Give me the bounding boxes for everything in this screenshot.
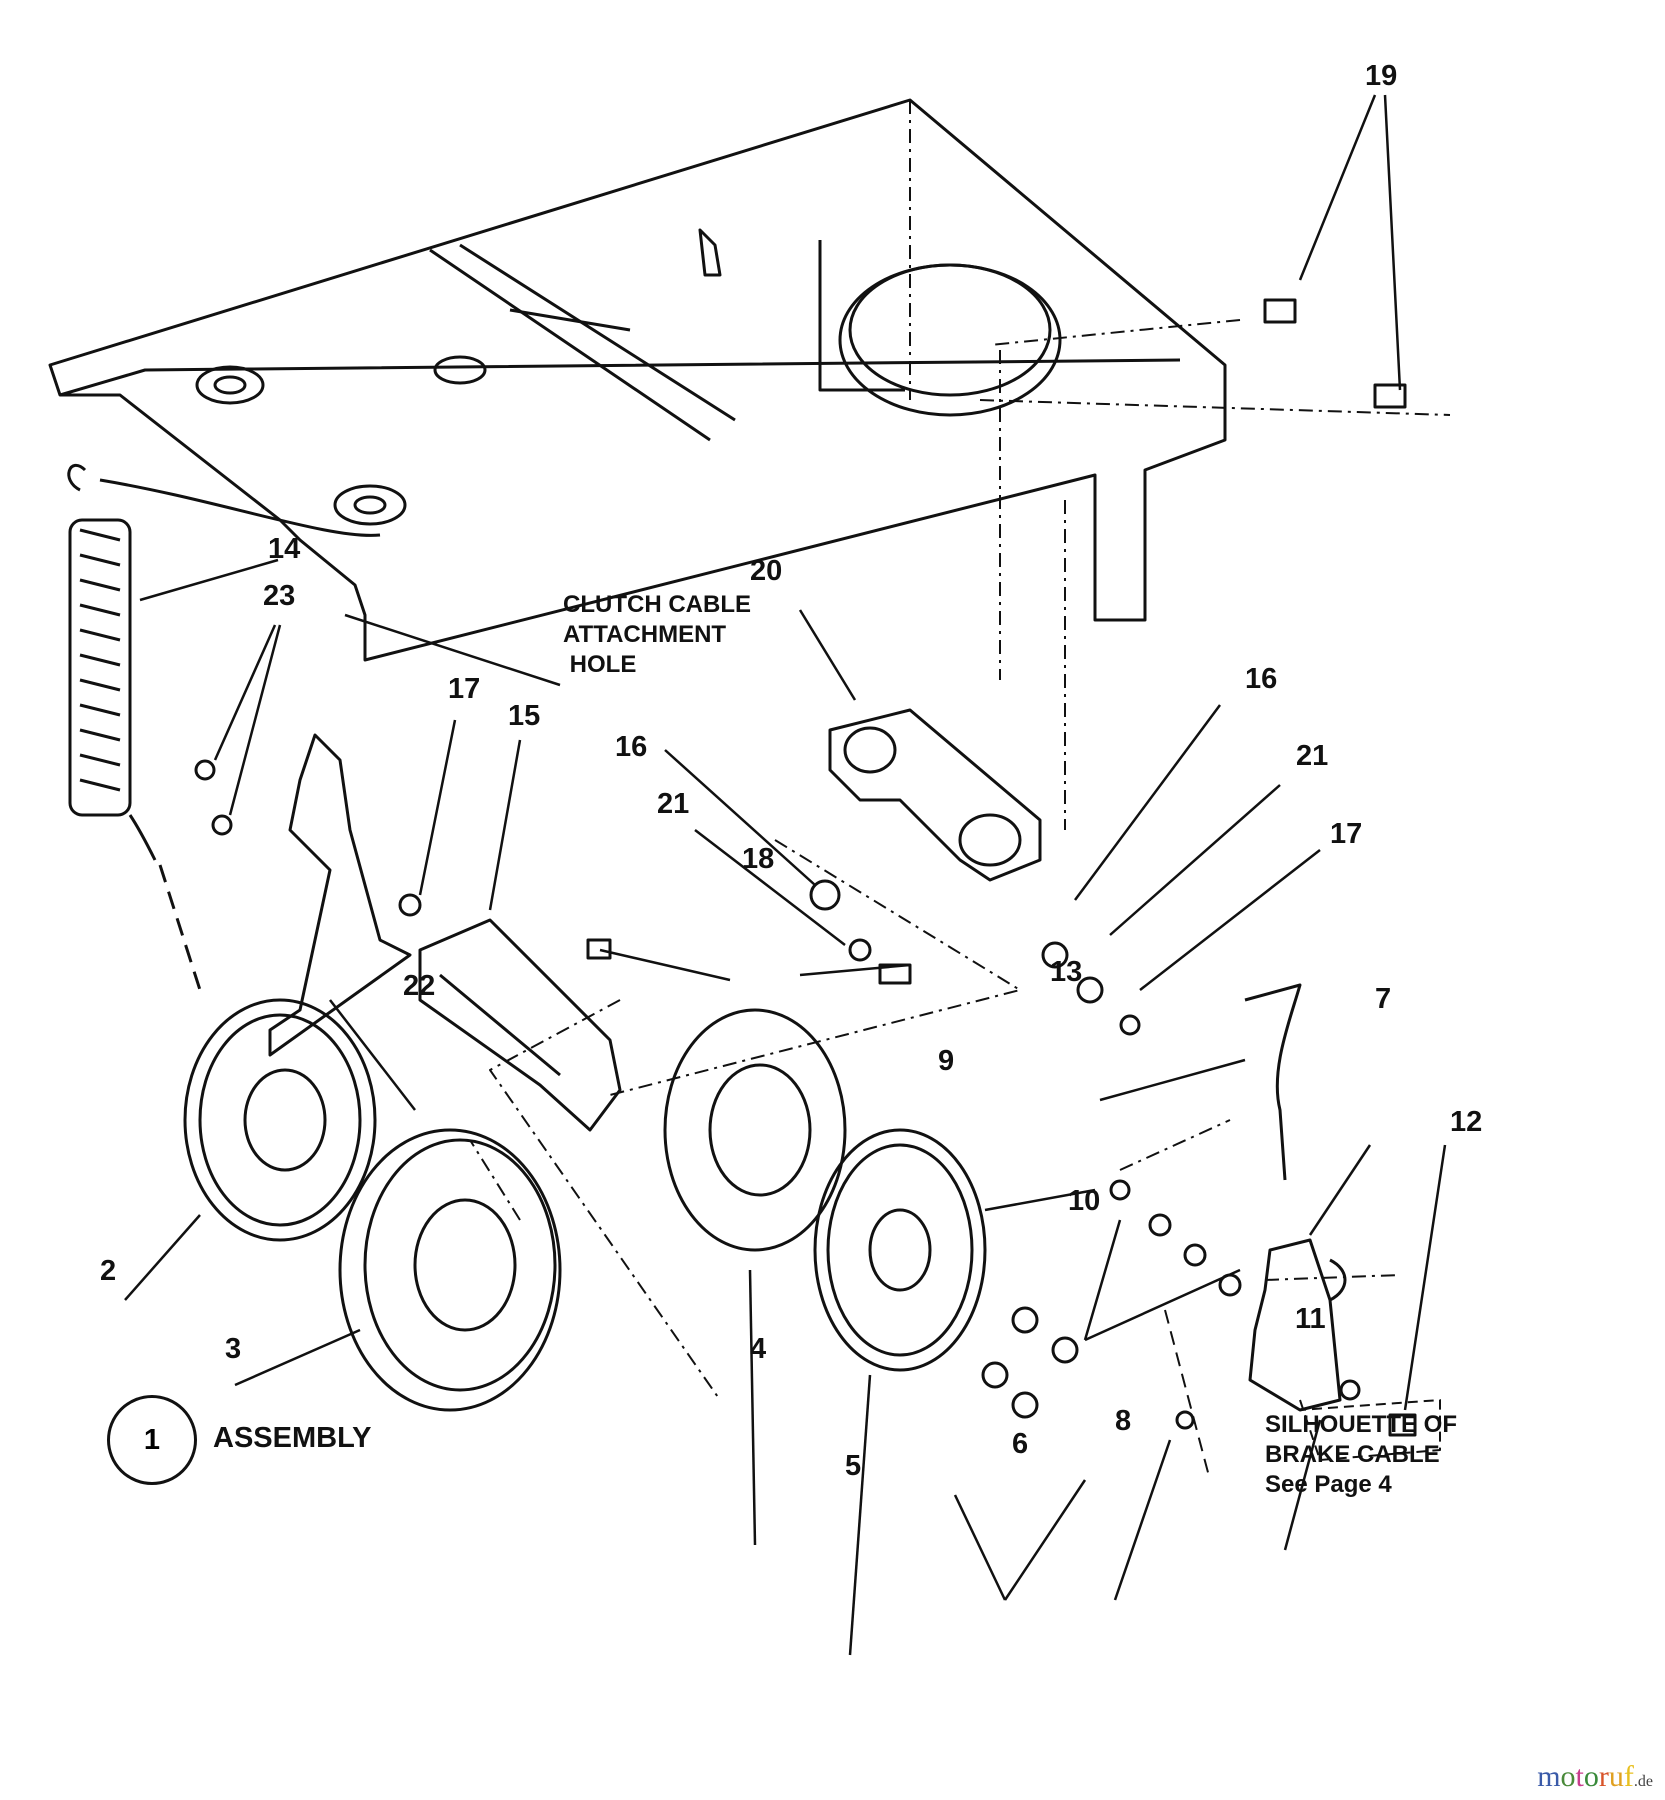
callout-21a: 21 bbox=[1296, 740, 1329, 772]
drum-3 bbox=[338, 1128, 562, 1412]
callout-13: 13 bbox=[1050, 956, 1083, 988]
wm-0: m bbox=[1537, 1760, 1561, 1793]
callout-6: 6 bbox=[1012, 1428, 1029, 1460]
bracket-15 bbox=[418, 918, 622, 1132]
brake-cable-note: SILHOUETTE OF BRAKE CABLE See Page 4 bbox=[1265, 1411, 1457, 1498]
callout-17a: 17 bbox=[448, 673, 481, 705]
assembly-label: ASSEMBLY bbox=[213, 1422, 372, 1454]
callout-15: 15 bbox=[508, 700, 541, 732]
callout-7: 7 bbox=[1375, 983, 1392, 1015]
cable-13 bbox=[1244, 983, 1441, 1461]
callout-16b: 16 bbox=[615, 731, 648, 763]
hardware bbox=[194, 298, 1417, 1437]
assembly-number-circle: 1 bbox=[107, 1395, 197, 1485]
wm-5: u bbox=[1608, 1760, 1624, 1793]
drum-2 bbox=[183, 998, 377, 1242]
callout-4: 4 bbox=[750, 1333, 767, 1365]
watermark-logo: motoruf.de bbox=[1537, 1760, 1653, 1794]
callout-10: 10 bbox=[1068, 1185, 1101, 1217]
callout-12: 12 bbox=[1450, 1106, 1483, 1138]
wm-3: o bbox=[1583, 1760, 1599, 1793]
wm-7: .de bbox=[1633, 1773, 1653, 1790]
brake-lever-7 bbox=[1248, 1238, 1347, 1412]
wm-4: r bbox=[1598, 1760, 1609, 1793]
callout-22: 22 bbox=[403, 970, 436, 1002]
callout-17b: 17 bbox=[1330, 818, 1363, 850]
callout-11: 11 bbox=[1295, 1303, 1326, 1335]
wm-1: o bbox=[1560, 1760, 1576, 1793]
callout-8: 8 bbox=[1115, 1405, 1132, 1437]
assembly-number: 1 bbox=[143, 1423, 161, 1456]
clutch-cable-note: CLUTCH CABLE ATTACHMENT HOLE bbox=[563, 591, 751, 678]
spring-14 bbox=[67, 463, 381, 991]
brake-arm-22 bbox=[268, 733, 412, 1057]
callout-9: 9 bbox=[938, 1045, 955, 1077]
callout-5: 5 bbox=[845, 1450, 862, 1482]
wm-6: f bbox=[1623, 1760, 1634, 1793]
callout-21b: 21 bbox=[657, 788, 690, 820]
callout-20: 20 bbox=[750, 555, 783, 587]
callout-23: 23 bbox=[263, 580, 296, 612]
callout-14: 14 bbox=[268, 533, 301, 565]
callout-18: 18 bbox=[742, 843, 775, 875]
wm-2: t bbox=[1575, 1760, 1584, 1793]
frame-deck bbox=[48, 98, 1227, 662]
callout-16a: 16 bbox=[1245, 663, 1278, 695]
callout-2: 2 bbox=[100, 1255, 117, 1287]
pulley-5 bbox=[813, 1128, 987, 1372]
friction-disc-4 bbox=[663, 1008, 847, 1252]
leader-lines bbox=[124, 94, 1447, 1656]
bracket-20 bbox=[828, 708, 1042, 882]
callout-19: 19 bbox=[1365, 60, 1398, 92]
callout-3: 3 bbox=[225, 1333, 242, 1365]
